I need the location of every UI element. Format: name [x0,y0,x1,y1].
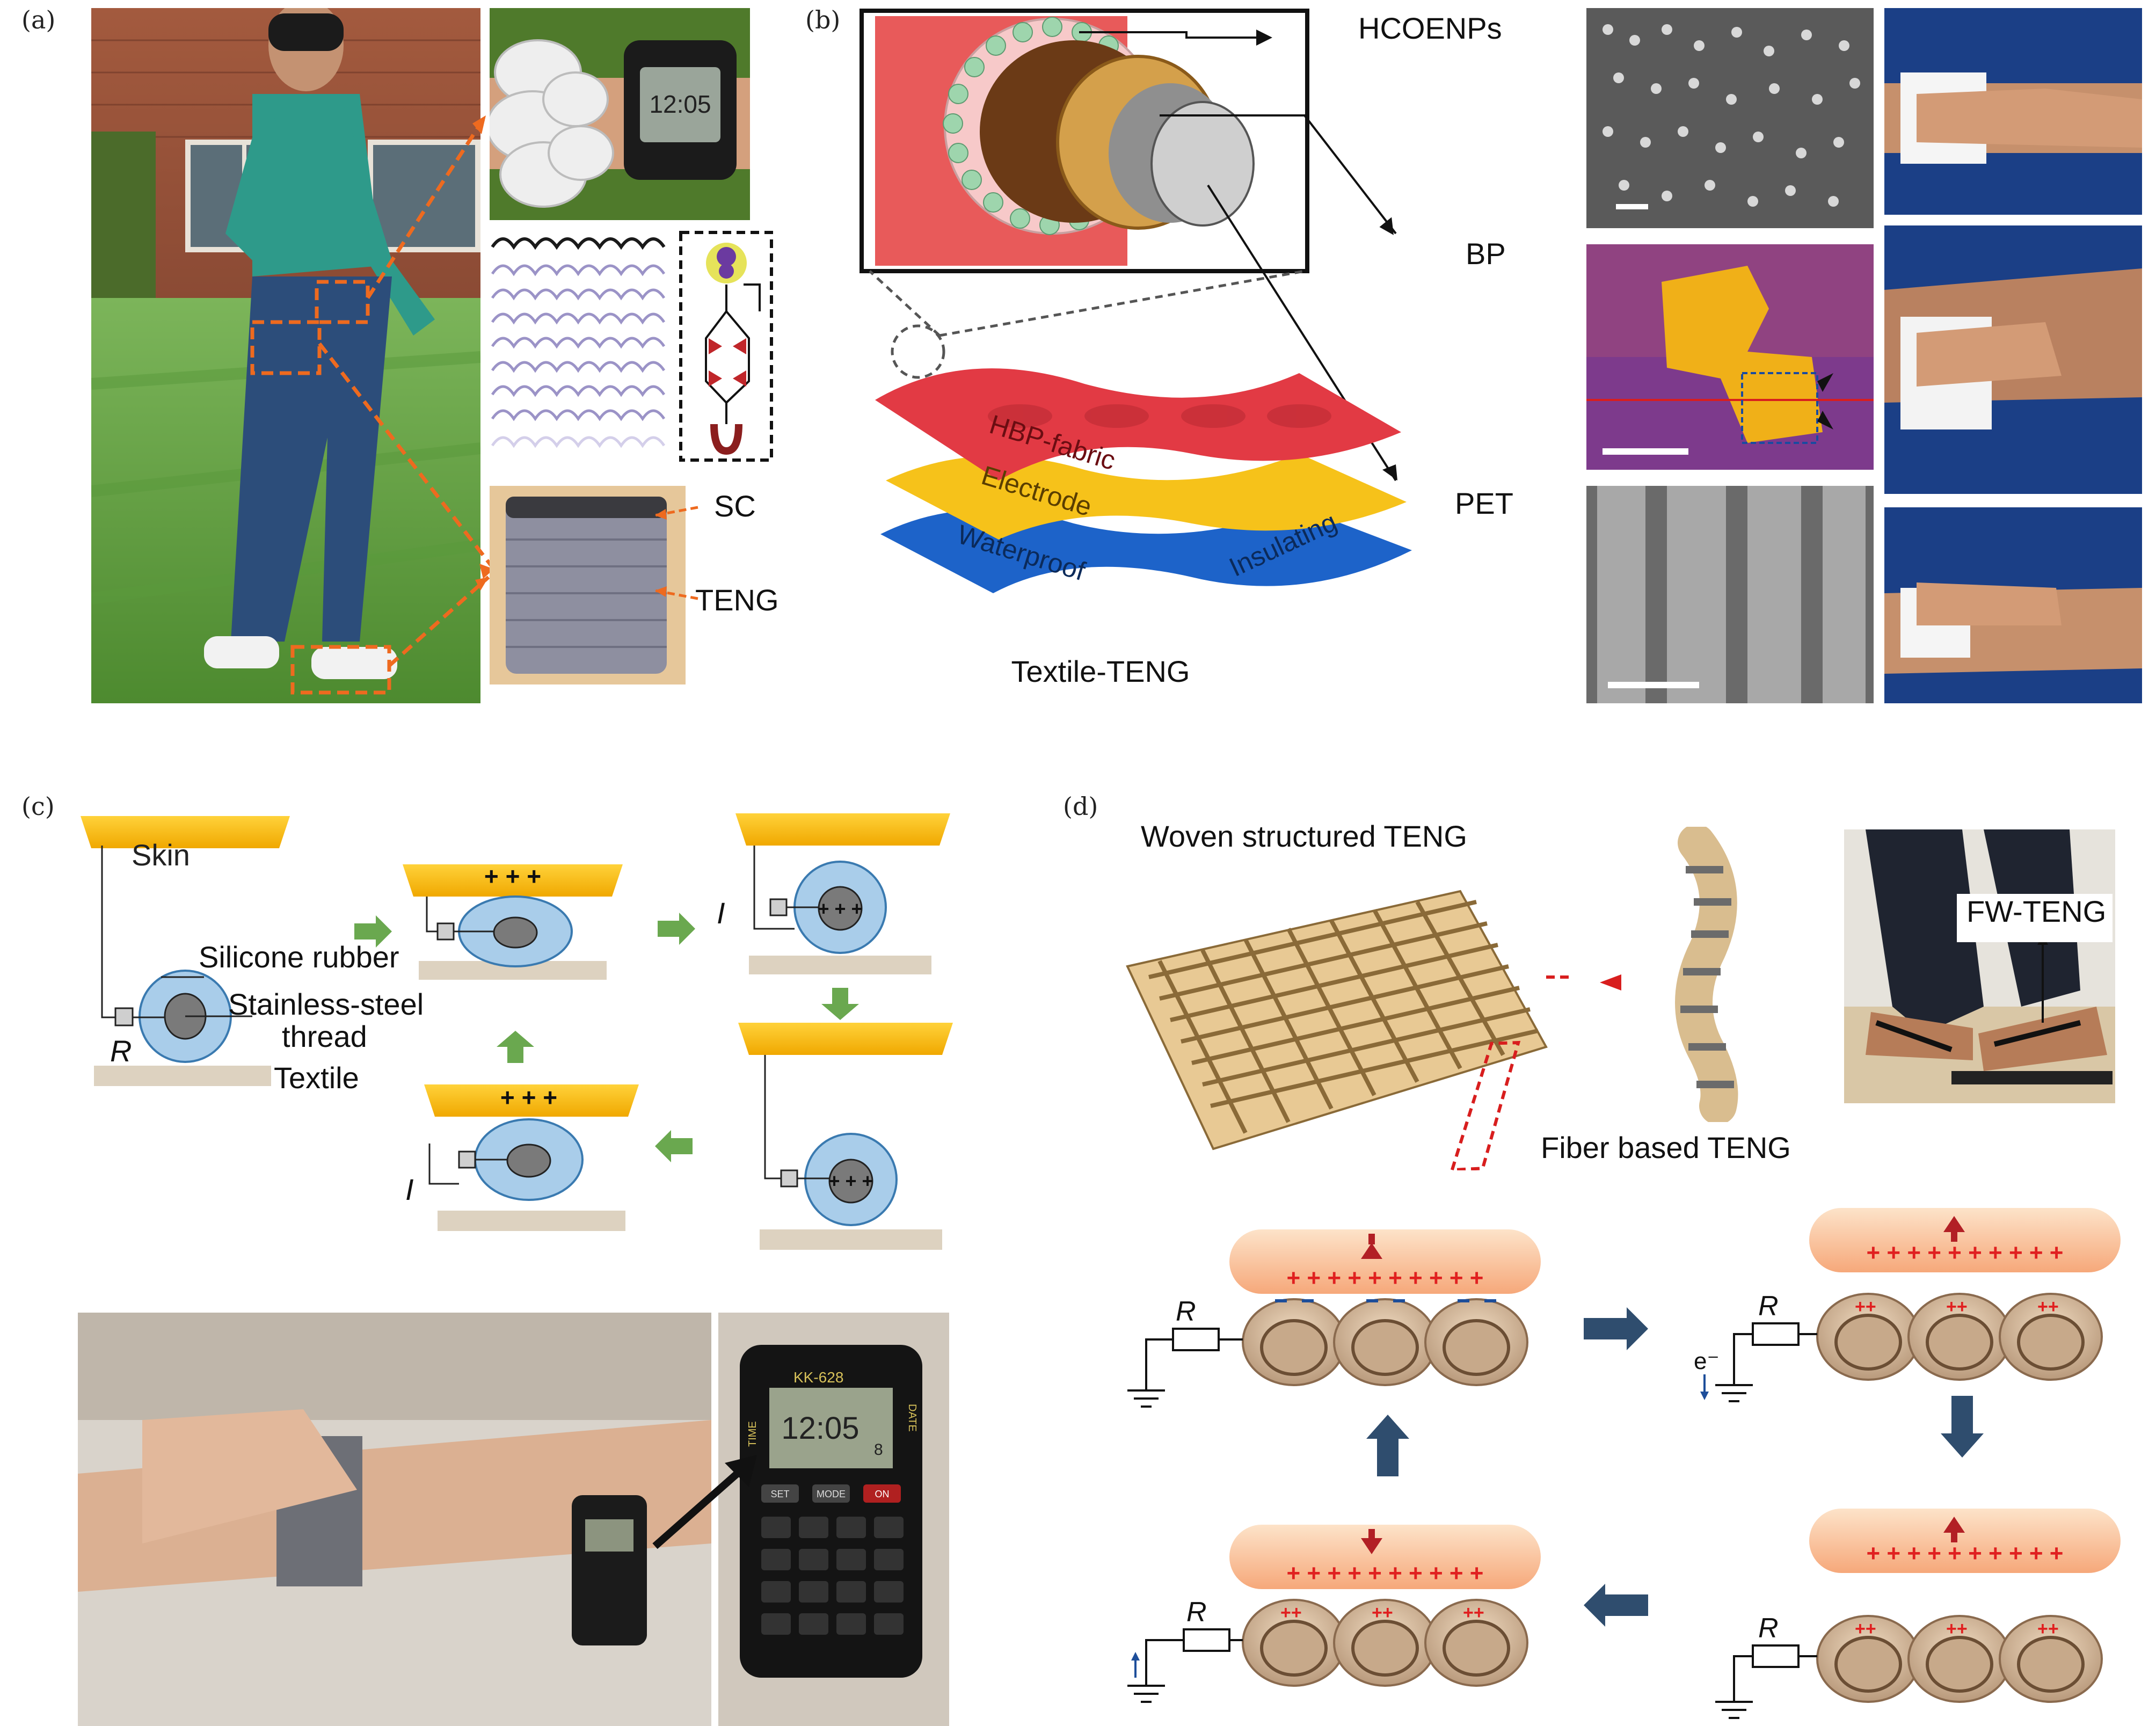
svg-text:++: ++ [1855,1297,1876,1317]
teng-label-a: TENG [695,583,779,617]
arrow-left-icon [655,1130,693,1162]
state-1: + + + + + + + + + + [1127,1229,1541,1408]
pet-label: PET [1455,486,1513,520]
panel-a-callouts [250,114,496,695]
wrist-patch-photo [1884,507,2142,703]
plus-charges-4: + + + [828,1170,873,1192]
fw-teng-label: FW-TENG [1962,894,2111,929]
panel-c-mechanism-diagram: + + + + + + I + + + + + + I [81,813,953,1250]
panel-c-letter: (c) [21,792,55,821]
afm-image [1586,244,1874,470]
watch-brand: KK-628 [793,1369,843,1386]
fw-teng-foot-photo [1844,829,2115,1103]
ground-icon [1127,1389,1165,1408]
watch-set-button: SET [770,1489,789,1499]
plus-row-4: + + + + + + + + + + [1287,1560,1484,1586]
arrow-down-icon [1941,1396,1984,1458]
panel-d-mechanism-diagram: + + + + + + + + + + + + + + + + + + + + … [1127,1208,2121,1719]
sem-nanoparticles-image [1586,8,1874,228]
resistor-r-label-d3: R [1758,1613,1779,1644]
silicone-rubber-label: Silicone rubber [199,940,399,974]
resistor-r-label-d1: R [1176,1296,1196,1327]
arrow-down-icon [821,988,859,1020]
svg-text:++: ++ [1946,1619,1968,1639]
panel-a-sc-teng-arrows [654,506,698,600]
sc-label: SC [714,489,756,523]
circuit-inset [679,231,773,462]
svg-text:++: ++ [1855,1619,1876,1639]
sem-fibers-image [1586,486,1874,703]
state-3: + + + + + + + + + + ++ ++ ++ [1715,1509,2121,1719]
fiber-teng-illustration [1600,827,1738,1122]
bp-label: BP [1466,237,1506,271]
plus-row-2: + + + + + + + + + + [1867,1240,2064,1266]
watch-face-digits: 12:05 [649,90,711,118]
resistor-icon [1752,1322,1800,1346]
knitted-textile-photo [490,486,686,684]
textile-label: Textile [274,1061,359,1095]
hcoenps-label: HCOENPs [1358,11,1502,45]
panel-a-letter: (a) [21,5,56,34]
thread-label: thread [282,1019,367,1053]
ground-icon [1715,1701,1753,1719]
resistor-icon [1183,1628,1230,1652]
arrow-right-icon [1584,1307,1648,1350]
watch-mode-button: MODE [817,1489,846,1499]
fiber-cross-section-diagram: HBP-fabric Electrode Waterproof Insulati… [860,9,1412,688]
resistor-r-label-d4: R [1186,1597,1207,1628]
textile-teng-caption: Textile-TENG [1011,654,1190,688]
watch-icon [640,67,720,142]
walking-person-photo [91,8,480,703]
hand-on-wristband-photo [78,1313,711,1726]
state-4: + + + + + + + + + + ++ ++ ++ [1127,1525,1541,1703]
ground-icon [1127,1685,1165,1703]
knit-structure-diagram [490,231,683,462]
resistor-r-label-c: R [110,1034,132,1068]
svg-text:++: ++ [1280,1603,1302,1623]
resistor-icon [1752,1644,1800,1668]
ground-icon [1715,1384,1753,1402]
svg-text:++: ++ [1946,1297,1968,1317]
calculator-watch-photo: KK-628 TIME DATE 12:05 8 SET MODE ON [718,1313,949,1726]
plus-charges-3: + + + [818,898,862,920]
current-label-3: I [717,896,725,930]
plus-charges-5: + + + [500,1083,557,1111]
watch-zoom-arrow [652,1455,757,1549]
electron-label: e⁻ [1694,1348,1720,1374]
panel-b-letter: (b) [805,5,841,34]
watch-time-word: TIME [747,1421,759,1447]
arrow-up-icon [497,1031,534,1063]
current-label-5: I [405,1172,414,1206]
woven-teng-illustration [1126,890,1573,1170]
skin-label: Skin [132,838,190,872]
hand-on-patch-photo [1884,8,2142,215]
woven-teng-title: Woven structured TENG [1141,819,1467,853]
fiber-teng-label: Fiber based TENG [1541,1131,1791,1164]
svg-text:++: ++ [1372,1603,1393,1623]
panel-d-letter: (d) [1063,792,1098,821]
wrist-watch-photo: 12:05 [490,8,750,220]
svg-text:++: ++ [2037,1619,2059,1639]
arrow-right-icon [354,913,695,948]
watch-display-date: 8 [874,1441,883,1459]
state-2: + + + + + + + + + + ++ ++ ++ e⁻ [1694,1208,2121,1402]
watch-display-time: 12:05 [781,1411,859,1446]
svg-text:++: ++ [2037,1297,2059,1317]
resistor-r-label-d2: R [1758,1291,1779,1322]
watch-date-word: DATE [906,1404,918,1432]
arrow-up-icon [1366,1415,1409,1476]
plus-charges-2: + + + [484,862,541,890]
plus-row-1: + + + + + + + + + + [1287,1265,1484,1291]
elbow-patch-photo [1884,225,2142,494]
svg-text:++: ++ [1463,1603,1484,1623]
arrow-left-icon [1584,1584,1648,1627]
watch-on-button: ON [875,1489,890,1499]
stainless-steel-label: Stainless-steel [228,987,424,1021]
plus-row-3: + + + + + + + + + + [1867,1540,2064,1567]
resistor-icon [1172,1328,1220,1351]
